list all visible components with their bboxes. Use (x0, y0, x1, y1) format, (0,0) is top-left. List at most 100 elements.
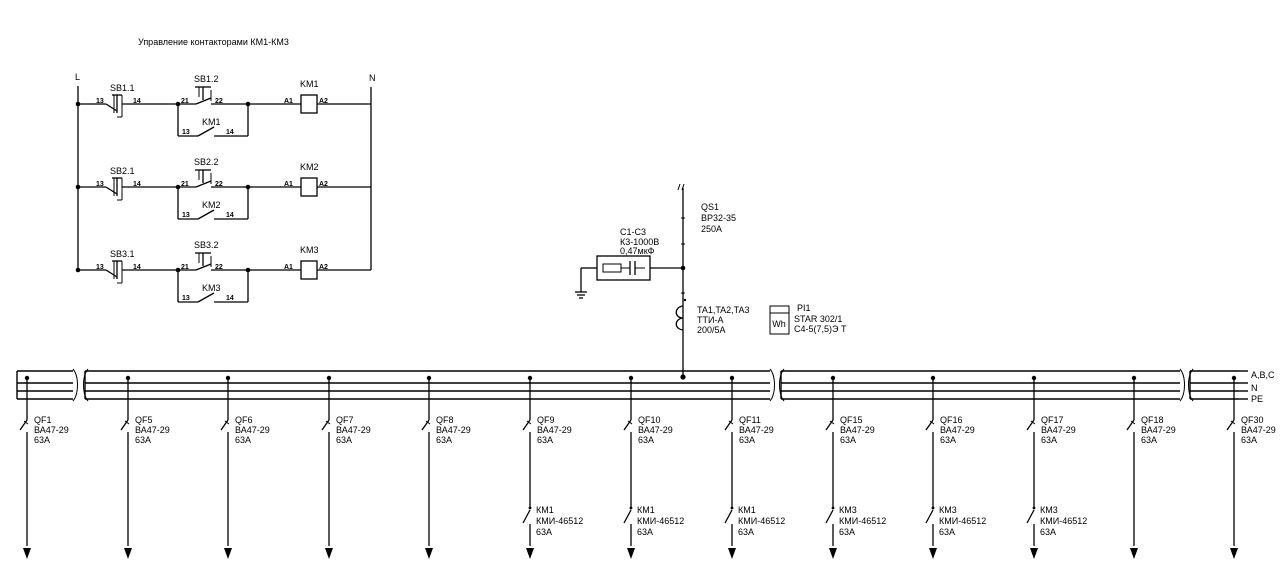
circuit-breaker-symbol (829, 420, 835, 425)
contactor-rating: 63А (637, 527, 653, 537)
load-arrow-icon (627, 548, 635, 559)
circuit-breaker-label: QF6 (235, 415, 253, 425)
circuit-breaker-type: ВА47-29 (436, 425, 471, 435)
wire (195, 263, 212, 271)
pin-label: 14 (226, 129, 234, 136)
contactor-label: КМ1 (637, 505, 655, 515)
circuit-breaker-type: ВА47-29 (840, 425, 875, 435)
capacitor-rating: 0,47мкФ (620, 246, 655, 256)
stop-button-symbol (195, 169, 212, 188)
circuit-breaker-symbol (724, 419, 733, 431)
load-arrow-icon (929, 548, 937, 559)
pin-label: 14 (226, 295, 234, 302)
junction-dot (1032, 506, 1036, 510)
circuit-breaker-type: ВА47-29 (1141, 425, 1176, 435)
pin-label: 22 (215, 98, 223, 105)
meter-rating: C4-5(7,5)Э Т (794, 324, 847, 334)
load-arrow-icon (526, 548, 534, 559)
circuit-breaker-rating: 63А (840, 435, 856, 445)
circuit-breaker-label: QF10 (638, 415, 661, 425)
load-arrow-icon (1130, 548, 1138, 559)
contactor-coil-label: KM2 (300, 162, 319, 172)
resistor-symbol (602, 263, 622, 273)
contactor-label: КМ3 (839, 505, 857, 515)
circuit-breaker-type: ВА47-29 (1041, 425, 1076, 435)
pin-label: 13 (96, 264, 104, 271)
stop-button-label: SB1.2 (194, 74, 219, 84)
pin-label: A2 (319, 264, 328, 271)
pin-label: 14 (226, 212, 234, 219)
bus-break-mark (769, 368, 775, 402)
circuit-breaker-symbol (1130, 420, 1136, 425)
current-transformer-symbol (675, 305, 684, 331)
junction-dot (683, 298, 687, 302)
circuit-breaker-rating: 63А (34, 435, 50, 445)
circuit-breaker-rating: 63А (739, 435, 755, 445)
contactor-label: КМ1 (738, 505, 756, 515)
contactor-coil-symbol (300, 94, 318, 114)
circuit-breaker-symbol (425, 420, 431, 425)
contactor-rating: 63А (536, 527, 552, 537)
contactor-contact-symbol (522, 509, 531, 524)
circuit-breaker-symbol (1126, 419, 1135, 431)
wire (195, 97, 212, 105)
contactor-rating: 63А (839, 527, 855, 537)
pin-label: 14 (133, 98, 141, 105)
pin-label: 22 (215, 264, 223, 271)
circuit-breaker-rating: 63А (940, 435, 956, 445)
contactor-contact-symbol (623, 509, 632, 524)
junction-dot (680, 374, 686, 380)
contactor-contact-symbol (724, 509, 733, 524)
bus-label-n: N (1251, 383, 1258, 393)
bus-break-mark (1188, 368, 1194, 402)
circuit-breaker-label: QF17 (1041, 415, 1064, 425)
bus-label-abc: A,B,C (1251, 370, 1275, 380)
pin-label: A2 (319, 181, 328, 188)
break-mark (681, 183, 685, 191)
contactor-coil-label: KM3 (300, 245, 319, 255)
circuit-breaker-symbol (1026, 419, 1035, 431)
contactor-type: КМИ-46512 (536, 516, 583, 526)
holding-contact-label: KM1 (202, 117, 221, 127)
pin-label: 21 (181, 181, 189, 188)
circuit-breaker-rating: 63А (235, 435, 251, 445)
contactor-type: КМИ-46512 (839, 516, 886, 526)
circuit-breaker-label: QF8 (436, 415, 454, 425)
busbars: A,B,C NPE (16, 368, 1275, 404)
pin-label: 22 (215, 181, 223, 188)
circuit-breaker-type: ВА47-29 (940, 425, 975, 435)
load-arrow-icon (1230, 548, 1238, 559)
circuit-breaker-type: ВА47-29 (135, 425, 170, 435)
ct-rating: 200/5А (697, 325, 726, 335)
start-button-symbol (105, 260, 123, 284)
energy-meter-icon: Wh (772, 319, 786, 329)
wire (105, 186, 118, 195)
junction-dot (730, 506, 734, 510)
circuit-breaker-label: QF7 (336, 415, 354, 425)
load-arrow-icon (1030, 548, 1038, 559)
circuit-breaker-rating: 63А (1041, 435, 1057, 445)
holding-contact-label: KM2 (202, 200, 221, 210)
circuit-breaker-symbol (1030, 420, 1036, 425)
contactor-contact-symbol (825, 509, 834, 524)
junction-dot (75, 184, 81, 190)
pin-label: 13 (96, 181, 104, 188)
circuit-breaker-symbol (925, 419, 934, 431)
start-button-symbol (105, 177, 123, 201)
circuit-breaker-type: ВА47-29 (336, 425, 371, 435)
bus-label-pe: PE (1251, 394, 1263, 404)
capacitor-type: К3-1000В (620, 237, 659, 247)
pin-label: 14 (133, 181, 141, 188)
circuit-breaker-symbol (325, 420, 331, 425)
contactor-coil-label: KM1 (300, 79, 319, 89)
circuit-breaker-symbol (23, 420, 29, 425)
junction-dot (831, 506, 835, 510)
circuit-breaker-symbol (224, 420, 230, 425)
phase-l-label: L (75, 72, 80, 82)
